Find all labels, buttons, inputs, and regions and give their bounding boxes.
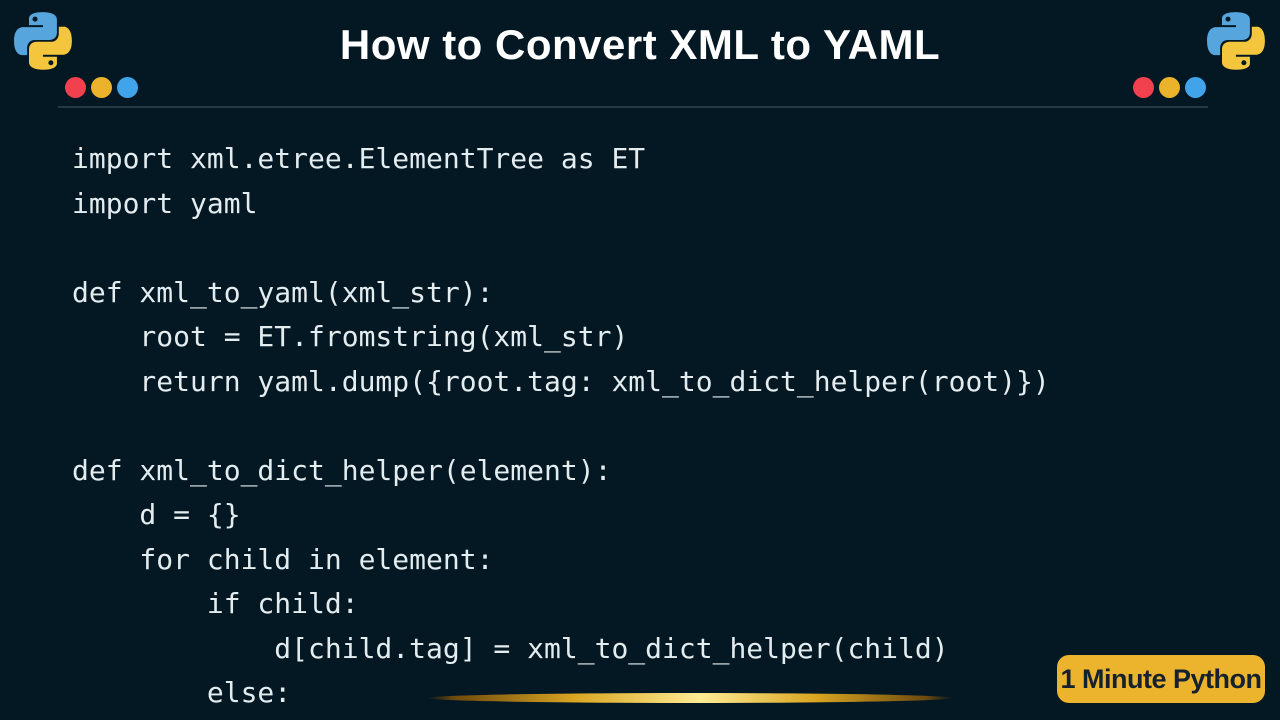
gold-divider <box>428 693 952 703</box>
window-dot-yellow-icon <box>1159 77 1180 98</box>
channel-badge-label: 1 Minute Python <box>1060 663 1263 694</box>
window-dot-red-icon <box>65 77 86 98</box>
window-dots <box>65 77 138 98</box>
window-dot-red-icon <box>1133 77 1154 98</box>
channel-badge: 1 Minute Python <box>1057 655 1265 703</box>
window-dot-blue-icon <box>117 77 138 98</box>
window-dot-blue-icon <box>1185 77 1206 98</box>
header-divider <box>58 106 1208 108</box>
page-title: How to Convert XML to YAML <box>339 21 941 68</box>
code-block: import xml.etree.ElementTree as ET impor… <box>72 142 1050 709</box>
window-dot-yellow-icon <box>91 77 112 98</box>
window-dots <box>1133 77 1206 98</box>
